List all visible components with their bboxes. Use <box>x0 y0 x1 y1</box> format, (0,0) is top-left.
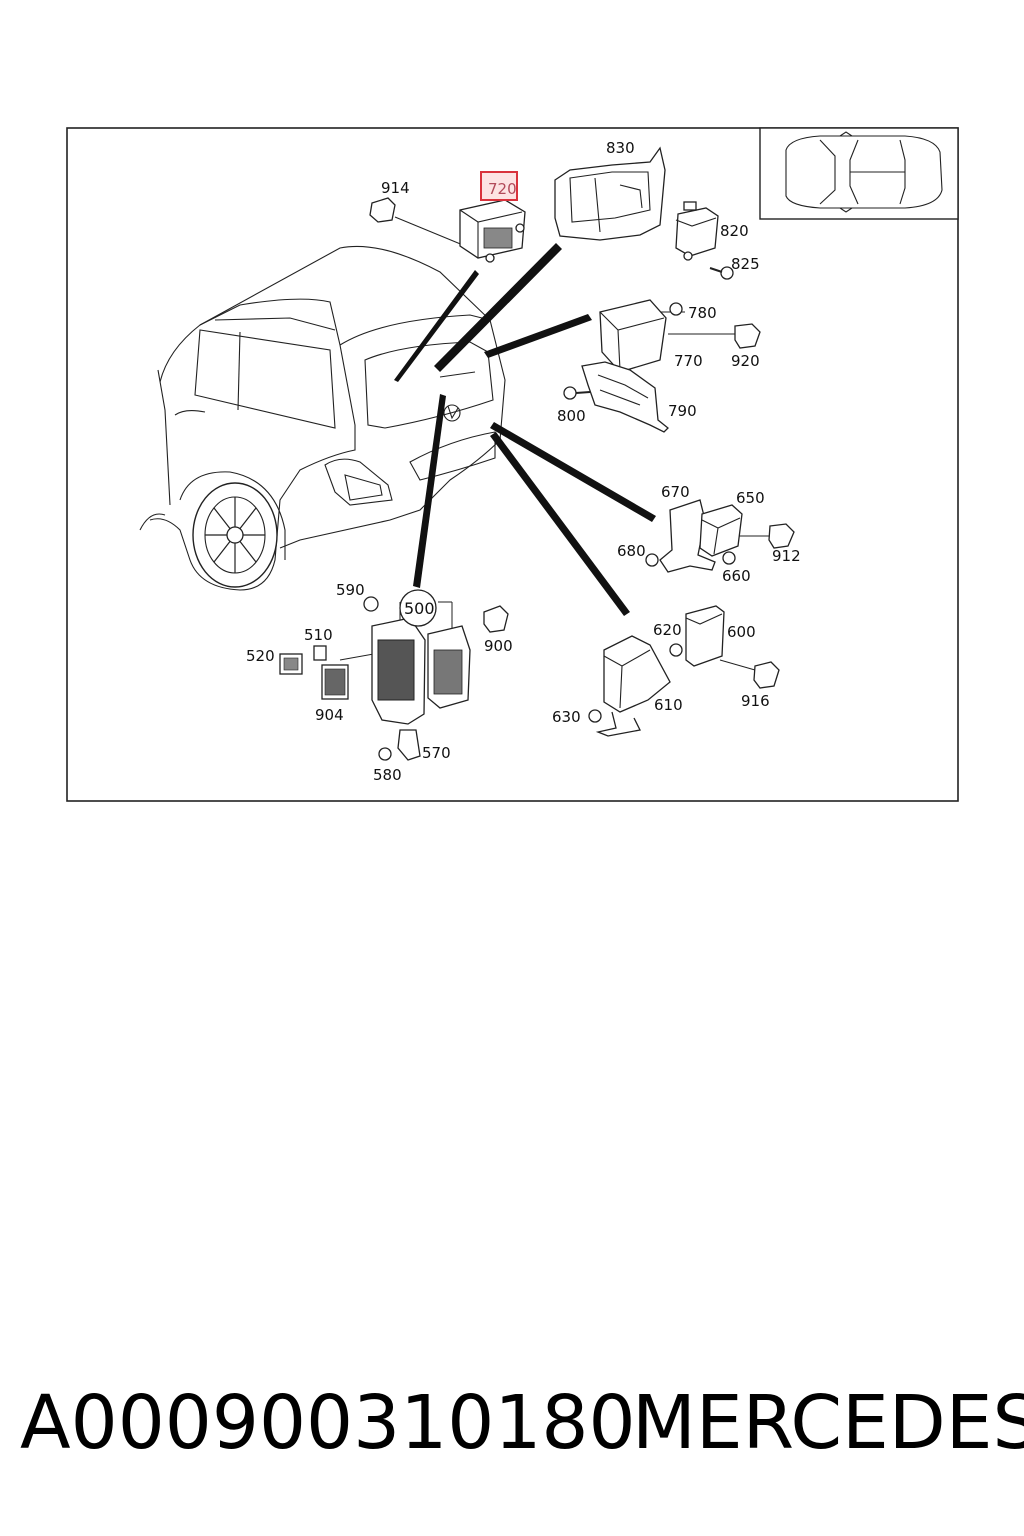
callout-660: 660 <box>722 567 751 585</box>
callout-500-circle <box>399 589 437 627</box>
callout-820: 820 <box>720 222 749 240</box>
callout-630: 630 <box>552 708 581 726</box>
callout-916: 916 <box>741 692 770 710</box>
callout-610: 610 <box>654 696 683 714</box>
connector-912-icon <box>768 523 795 549</box>
module-650-icon <box>699 504 743 557</box>
module-720-icon <box>459 199 526 263</box>
callout-830: 830 <box>606 139 635 157</box>
top-view-car-icon <box>785 131 943 213</box>
connector-904-icon <box>321 664 349 700</box>
callout-500: 500 <box>404 599 435 618</box>
highlight-720-box <box>480 171 518 201</box>
callout-labels: 914 720 830 820 825 780 770 920 800 790 … <box>246 139 801 784</box>
connector-900-icon <box>483 605 509 633</box>
callout-510: 510 <box>304 626 333 644</box>
callout-825: 825 <box>731 255 760 273</box>
module-820-icon <box>675 201 719 261</box>
callout-580: 580 <box>373 766 402 784</box>
nut-680-icon <box>645 553 659 567</box>
relay-520-icon <box>279 653 303 675</box>
vehicle-locator-inset <box>759 127 959 220</box>
brand-text: MERCEDES <box>632 1380 1024 1466</box>
callout-570: 570 <box>422 744 451 762</box>
callout-904: 904 <box>315 706 344 724</box>
fuse-510-icon <box>313 645 327 661</box>
nut-620-icon <box>669 643 683 657</box>
bolt-800-icon <box>563 386 591 400</box>
part-number-text: A000900310180 <box>20 1380 636 1466</box>
callout-520: 520 <box>246 647 275 665</box>
rear-wheel <box>192 482 278 588</box>
bracket-570-icon <box>397 729 421 761</box>
callout-790: 790 <box>668 402 697 420</box>
module-610-icon <box>595 635 671 737</box>
connector-916-icon <box>753 661 780 689</box>
callout-800: 800 <box>557 407 586 425</box>
bracket-830-icon <box>554 146 666 241</box>
connector-920-icon <box>734 323 761 349</box>
fuse-box-500-icon <box>371 617 471 725</box>
module-600-icon <box>685 605 725 667</box>
callout-670: 670 <box>661 483 690 501</box>
callout-770: 770 <box>674 352 703 370</box>
callout-920: 920 <box>731 352 760 370</box>
callout-650: 650 <box>736 489 765 507</box>
nut-660-icon <box>722 551 736 565</box>
callout-914: 914 <box>381 179 410 197</box>
bracket-790-icon <box>581 361 669 433</box>
connector-914-icon <box>369 197 396 223</box>
callout-912: 912 <box>772 547 801 565</box>
nut-590-icon <box>363 596 379 612</box>
callout-780: 780 <box>688 304 717 322</box>
callout-900: 900 <box>484 637 513 655</box>
nut-780-icon <box>669 302 683 316</box>
diagram-frame <box>66 127 959 802</box>
module-770-icon <box>599 299 667 373</box>
callout-590: 590 <box>336 581 365 599</box>
callout-680: 680 <box>617 542 646 560</box>
callout-720: 720 <box>488 180 517 198</box>
nut-580-icon <box>378 747 392 761</box>
callout-600: 600 <box>727 623 756 641</box>
nut-630-icon <box>588 709 602 723</box>
callout-620: 620 <box>653 621 682 639</box>
screw-825-icon <box>709 266 734 280</box>
pointer-arrows <box>394 243 656 616</box>
